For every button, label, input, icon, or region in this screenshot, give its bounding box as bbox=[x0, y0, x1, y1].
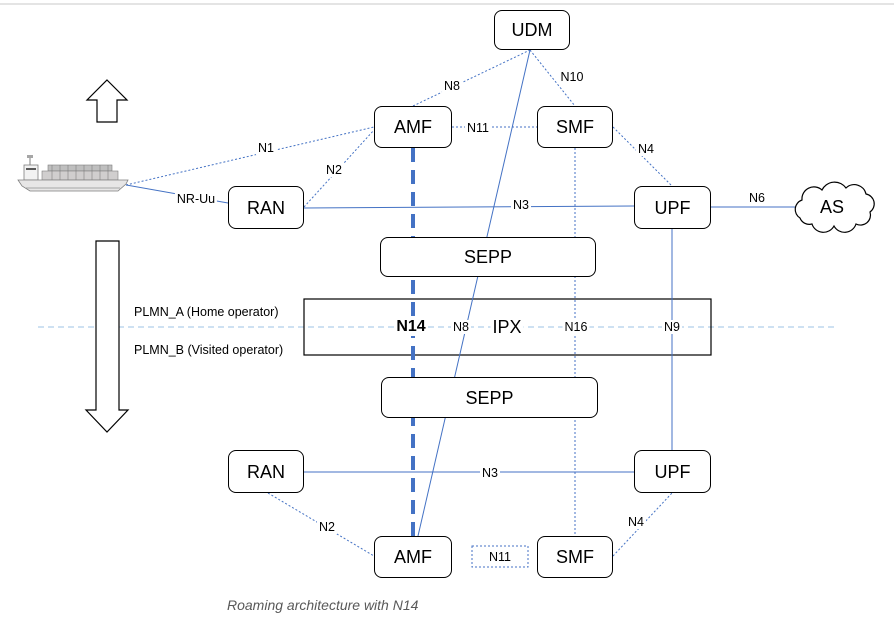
ran-home-node: RAN bbox=[228, 186, 304, 229]
ship-containers-upper bbox=[47, 164, 113, 172]
n3-visited-label: N3 bbox=[480, 466, 500, 480]
n8-home-label: N8 bbox=[442, 79, 462, 93]
n8-home-link bbox=[412, 49, 531, 107]
udm-node: UDM bbox=[494, 10, 570, 50]
ship-mast-top bbox=[27, 155, 33, 158]
n4-home-label: N4 bbox=[636, 142, 656, 156]
nr-uu-label: NR-Uu bbox=[174, 192, 218, 206]
n2-visited-label: N2 bbox=[317, 520, 337, 534]
n9-label: N9 bbox=[662, 320, 682, 334]
visited-operator-label: PLMN_B (Visited operator) bbox=[134, 343, 284, 357]
smf-visited-node: SMF bbox=[537, 536, 613, 578]
n6-label: N6 bbox=[747, 191, 767, 205]
as-label: AS bbox=[819, 197, 845, 217]
n11-visited-box bbox=[471, 545, 529, 568]
n1-link bbox=[125, 126, 375, 186]
figure-caption: Roaming architecture with N14 bbox=[227, 597, 419, 613]
ship-bridge-windows bbox=[26, 168, 36, 170]
sepp-home-node: SEPP bbox=[380, 237, 596, 277]
upf-home-node: UPF bbox=[634, 186, 711, 229]
n1-label: N1 bbox=[256, 141, 276, 155]
ship-container-dividers bbox=[51, 165, 109, 180]
arrow-up-icon bbox=[85, 79, 129, 123]
n16-label: N16 bbox=[562, 320, 590, 334]
n4-visited-label: N4 bbox=[626, 515, 646, 529]
ship-containers-lower bbox=[41, 170, 119, 181]
arrow-down-icon bbox=[84, 240, 130, 433]
ipx-box bbox=[303, 298, 712, 356]
upf-visited-node: UPF bbox=[634, 450, 711, 493]
ship-hull bbox=[17, 179, 129, 192]
cloud-icon bbox=[794, 181, 875, 233]
ship-icon bbox=[17, 155, 129, 192]
smf-home-node: SMF bbox=[537, 106, 613, 148]
ipx-label: IPX bbox=[490, 317, 524, 337]
n14-label: N14 bbox=[394, 318, 428, 336]
ship-bridge bbox=[23, 164, 39, 181]
amf-visited-node: AMF bbox=[374, 536, 452, 578]
sepp-visited-node: SEPP bbox=[381, 377, 598, 418]
n4-home-link bbox=[612, 126, 673, 187]
n8-roaming-label: N8 bbox=[451, 320, 471, 334]
n11-visited-label: N11 bbox=[488, 550, 512, 564]
ran-visited-node: RAN bbox=[228, 450, 304, 493]
n3-home-link bbox=[303, 205, 635, 209]
n8-roaming-link bbox=[417, 49, 531, 537]
n11-home-label: N11 bbox=[464, 121, 492, 135]
n10-label: N10 bbox=[558, 70, 586, 84]
amf-home-node: AMF bbox=[374, 106, 452, 148]
n3-home-label: N3 bbox=[511, 198, 531, 212]
home-operator-label: PLMN_A (Home operator) bbox=[134, 305, 279, 319]
n2-home-label: N2 bbox=[324, 163, 344, 177]
